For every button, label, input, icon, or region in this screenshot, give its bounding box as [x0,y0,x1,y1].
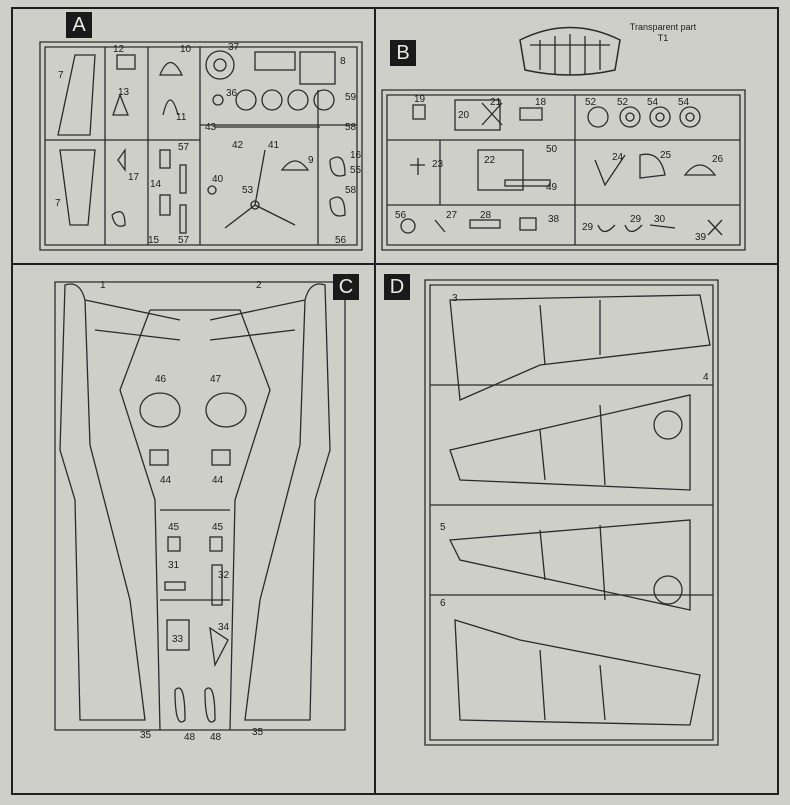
sprue-b-frame [381,89,746,251]
part-number-b-28: 28 [480,210,492,221]
part-number-b-52: 52 [585,97,597,108]
part-number-d-5: 5 [440,522,446,533]
sprue-a-frame [39,41,363,251]
part-number-a-7: 7 [58,70,64,81]
part-number-a-9: 9 [308,155,314,166]
sprue-c-frame [54,281,346,731]
part-numbers-d: 3 4 5 6 [440,293,709,609]
part-number-a-53: 53 [242,185,254,196]
part-number-b-52: 52 [617,97,629,108]
part-number-a-56: 56 [335,235,347,246]
part-number-b-29: 29 [582,222,594,233]
part-number-c-45: 45 [168,522,180,533]
part-number-d-6: 6 [440,598,446,609]
part-number-a-58: 58 [345,185,357,196]
part-numbers-b: 19 20 21 18 52 52 54 54 23 22 50 49 24 25 26 56 27 28 38 29… [395,94,724,243]
part-number-b-50: 50 [546,144,558,155]
part-number-b-20: 20 [458,110,470,121]
part-number-a-36: 36 [226,88,238,99]
part-number-b-25: 25 [660,150,672,161]
sprue-a-parts [57,50,346,234]
part-number-a-37: 37 [228,42,240,53]
part-number-c-46: 46 [155,374,167,385]
part-number-b-19: 19 [414,94,426,105]
part-number-a-40: 40 [212,174,224,185]
part-number-a-59: 59 [345,92,357,103]
part-number-a-57: 57 [178,235,190,246]
part-number-c-35: 35 [252,727,264,738]
part-number-b-22: 22 [484,155,496,166]
part-number-a-43: 43 [205,122,217,133]
part-number-a-57: 57 [178,142,190,153]
part-number-c-48: 48 [184,732,196,743]
part-number-a-16: 16 [350,150,362,161]
part-number-a-8: 8 [340,56,346,67]
part-number-a-58: 58 [345,122,357,133]
part-number-b-30: 30 [654,214,666,225]
part-number-c-2: 2 [256,280,262,291]
part-number-b-38: 38 [548,214,560,225]
part-number-c-34: 34 [218,622,230,633]
part-number-a-55: 55 [350,165,362,176]
part-number-c-33: 33 [172,634,184,645]
part-number-d-4: 4 [703,372,709,383]
part-number-c-45: 45 [212,522,224,533]
transparent-part-caption: Transparent part T1 [618,22,708,44]
part-number-c-44: 44 [160,475,172,486]
part-numbers-a: 7 12 10 37 8 13 11 36 59 43 58 7 17 14 57 42 41 9 16 55 40 53… [55,42,362,246]
part-number-b-39: 39 [695,232,707,243]
part-number-b-29: 29 [630,214,642,225]
part-number-b-24: 24 [612,152,624,163]
part-number-b-26: 26 [712,154,724,165]
part-number-a-15: 15 [148,235,160,246]
part-number-c-32: 32 [218,570,230,581]
part-number-a-14: 14 [150,179,162,190]
sprue-c-parts [59,283,331,723]
part-number-b-54: 54 [678,97,690,108]
part-number-b-23: 23 [432,159,444,170]
section-label-a: A [66,12,92,38]
part-number-a-17: 17 [128,172,140,183]
transparent-part-code: T1 [657,33,669,43]
part-number-b-54: 54 [647,97,659,108]
part-number-b-56: 56 [395,210,407,221]
part-number-a-7: 7 [55,198,61,209]
sprue-d-frame [424,279,719,746]
section-label-b: B [390,40,416,66]
transparent-part-text: Transparent part [629,22,697,32]
part-number-a-12: 12 [113,44,125,55]
part-number-c-44: 44 [212,475,224,486]
part-number-a-42: 42 [232,140,244,151]
part-number-a-41: 41 [268,140,280,151]
sprue-d-parts [448,294,711,726]
part-number-c-1: 1 [100,280,106,291]
part-number-c-48: 48 [210,732,222,743]
part-number-d-3: 3 [452,293,458,304]
part-number-b-18: 18 [535,97,547,108]
section-label-d: D [384,274,410,300]
part-number-c-47: 47 [210,374,222,385]
part-number-a-10: 10 [180,44,192,55]
part-number-c-31: 31 [168,560,180,571]
part-number-a-13: 13 [118,87,130,98]
part-number-b-49: 49 [546,182,558,193]
sprue-b-parts [400,26,723,236]
part-number-a-11: 11 [176,112,187,123]
sheet-border [11,7,779,795]
part-number-b-21: 21 [490,97,502,108]
section-label-c: C [333,274,359,300]
part-number-c-35: 35 [140,730,152,741]
part-number-b-27: 27 [446,210,458,221]
part-numbers-c: 1 2 46 47 44 44 45 45 31 32 33 34 35 48 48 35 [100,280,264,743]
